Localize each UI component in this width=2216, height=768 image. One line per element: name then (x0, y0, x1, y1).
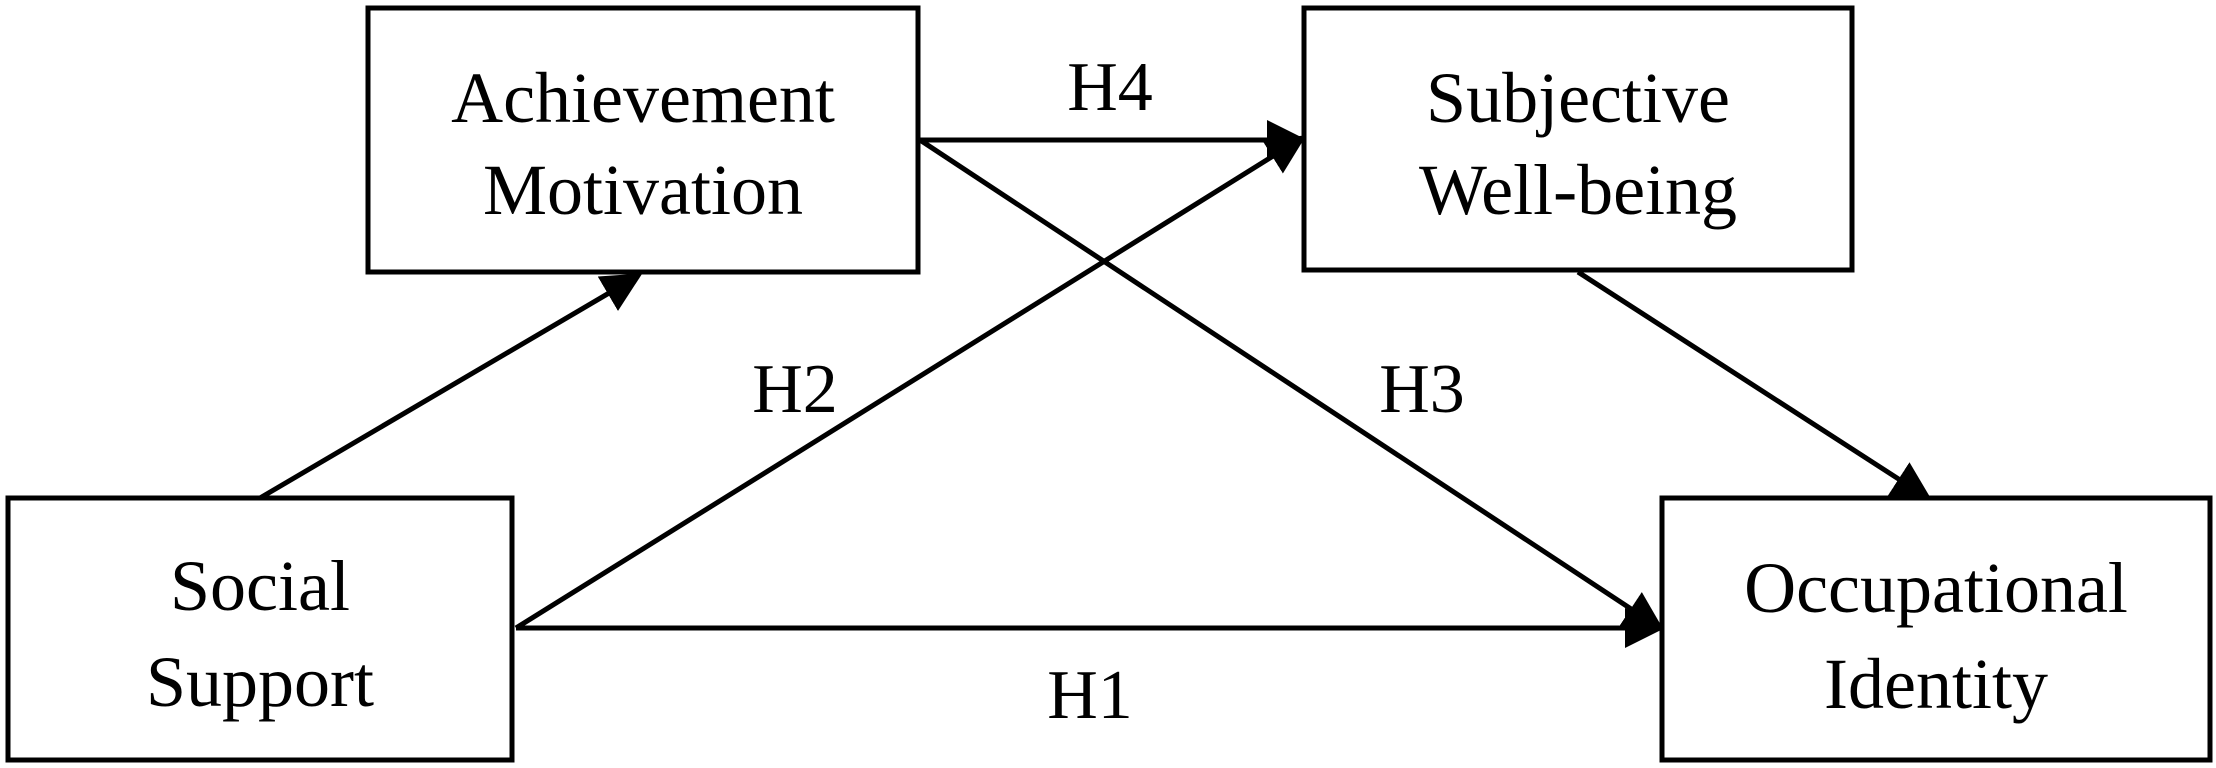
edge-social-support-to-achievement-motivation (258, 273, 643, 501)
node-occupational-identity: Occupational Identity (1659, 495, 2213, 763)
node-occupational-identity-line1: Occupational (1744, 548, 2128, 628)
path-label-h1: H1 (1047, 657, 1133, 734)
edge-subjective-well-being-to-occupational-identity (1576, 269, 1933, 501)
node-social-support-line1: Social (170, 546, 350, 626)
node-achievement-motivation-line1: Achievement (451, 58, 835, 138)
node-subjective-well-being: Subjective Well-being (1301, 5, 1855, 273)
node-social-support: Social Support (5, 495, 515, 763)
edge-social-support-to-subjective-well-being-h2 (514, 135, 1307, 631)
node-achievement-motivation-line2: Motivation (483, 150, 803, 230)
edge-achievement-motivation-to-occupational-identity-h3 (918, 137, 1665, 631)
path-label-h2: H2 (752, 351, 838, 428)
node-subjective-well-being-line2: Well-being (1419, 150, 1737, 230)
node-occupational-identity-line2: Identity (1824, 644, 2048, 724)
path-label-h3: H3 (1379, 351, 1465, 428)
path-label-h4: H4 (1067, 49, 1153, 126)
node-social-support-line2: Support (146, 642, 374, 722)
node-subjective-well-being-line1: Subjective (1426, 58, 1730, 138)
node-achievement-motivation: Achievement Motivation (365, 5, 921, 275)
